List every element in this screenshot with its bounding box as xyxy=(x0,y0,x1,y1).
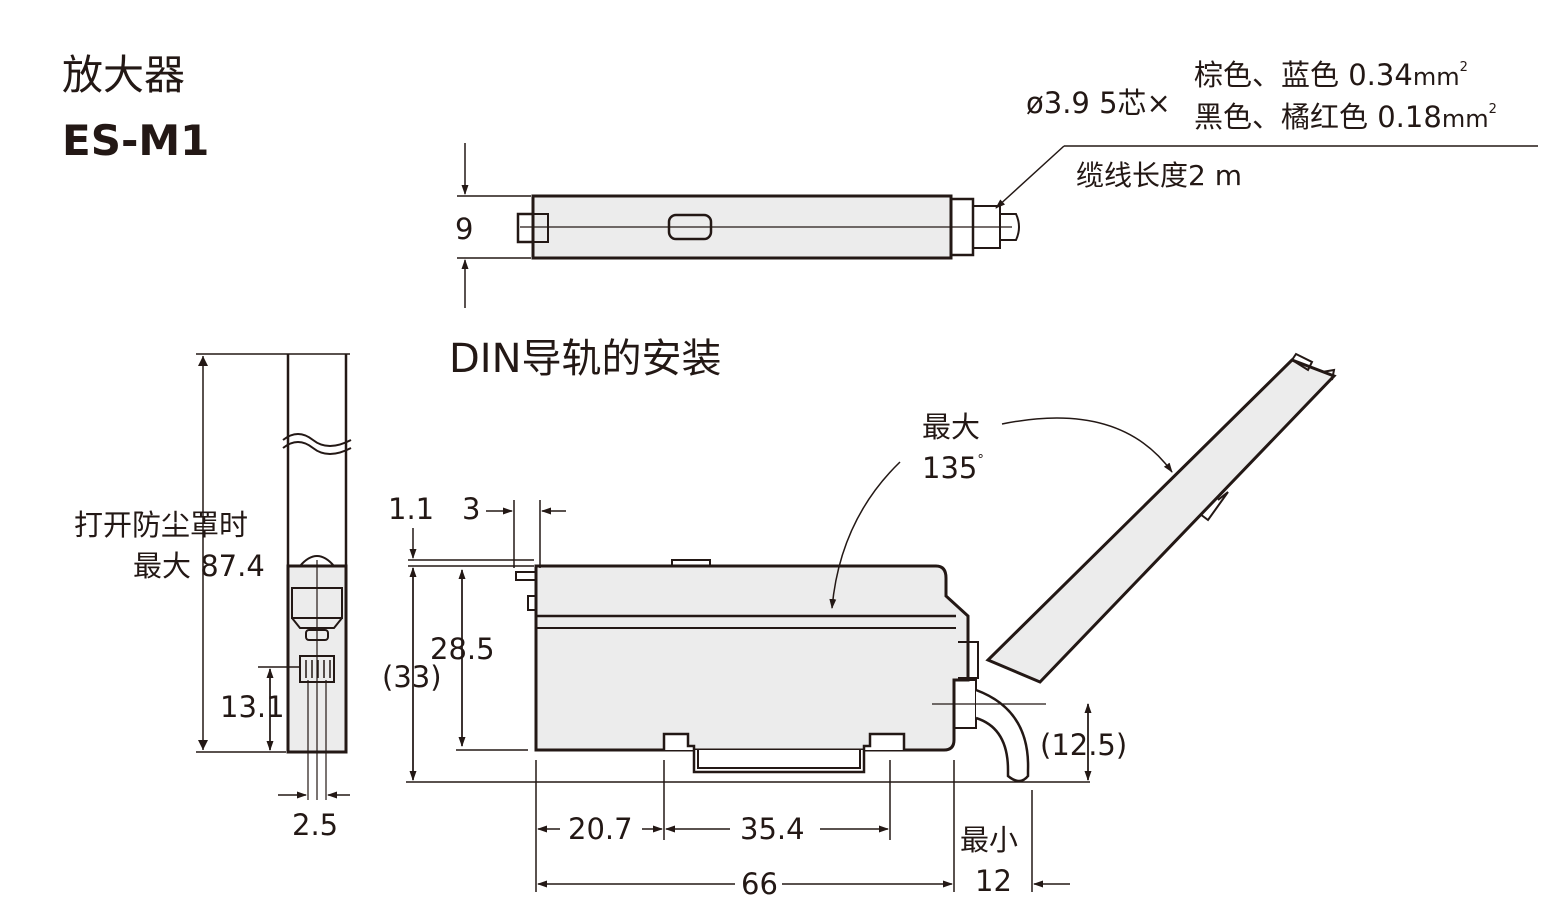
front-view-amplifier xyxy=(515,559,1046,783)
line1-colors: 棕色、蓝色 xyxy=(1194,58,1340,92)
cable-length: 缆线长度2 m xyxy=(1076,159,1242,192)
section-title: DIN导轨的安装 xyxy=(449,336,722,382)
cable-spec-line2: 黑色、橘红色 0.18mm2 xyxy=(1194,103,1497,132)
side-view-amplifier xyxy=(282,354,352,800)
dim-2-5: 2.5 xyxy=(292,808,339,842)
dim-66: 66 xyxy=(741,867,778,901)
dim-9: 9 xyxy=(455,212,474,246)
top-view-dimension-9 xyxy=(457,143,531,308)
line1-size: 0.34 xyxy=(1348,58,1413,92)
cable-spec-line1: 棕色、蓝色 0.34mm2 xyxy=(1194,61,1468,90)
open-max: 最大 87.4 xyxy=(133,549,265,583)
front-view-dimensions xyxy=(406,500,1092,892)
angle-max-label: 最大 xyxy=(922,410,981,444)
dim-1-1: 1.1 xyxy=(388,492,435,526)
cable-spec-prefix: ø3.9 5芯× xyxy=(1026,86,1171,120)
angle-number: 135 xyxy=(922,451,978,485)
line2-size: 0.18 xyxy=(1377,100,1442,134)
side-view-dimensions xyxy=(196,353,350,799)
dim-12-5: (12.5) xyxy=(1040,728,1128,762)
cable-leader xyxy=(995,145,1538,209)
line1-unit: mm xyxy=(1412,63,1460,91)
dim-33: (33) xyxy=(382,660,442,694)
dim-3: 3 xyxy=(462,492,481,526)
open-note: 打开防尘罩时 xyxy=(74,508,249,542)
dim-20-7: 20.7 xyxy=(568,812,633,846)
line1-sup: 2 xyxy=(1459,60,1468,75)
line2-unit: mm xyxy=(1441,105,1489,133)
dim-13-1: 13.1 xyxy=(220,690,285,724)
line2-colors: 黑色、橘红色 xyxy=(1194,100,1369,134)
model-title: ES-M1 xyxy=(62,116,210,165)
top-view-amplifier xyxy=(516,194,1020,260)
angle-value: 135° xyxy=(922,454,984,483)
dust-cover-open xyxy=(985,352,1337,684)
min-label: 最小 xyxy=(960,823,1019,857)
dim-28-5: 28.5 xyxy=(430,632,495,666)
line2-sup: 2 xyxy=(1488,102,1497,117)
dim-12: 12 xyxy=(975,864,1012,898)
dim-35-4: 35.4 xyxy=(740,812,805,846)
category-title: 放大器 xyxy=(62,51,185,99)
angle-degree: ° xyxy=(977,453,984,468)
angle-arrows xyxy=(829,417,1173,609)
